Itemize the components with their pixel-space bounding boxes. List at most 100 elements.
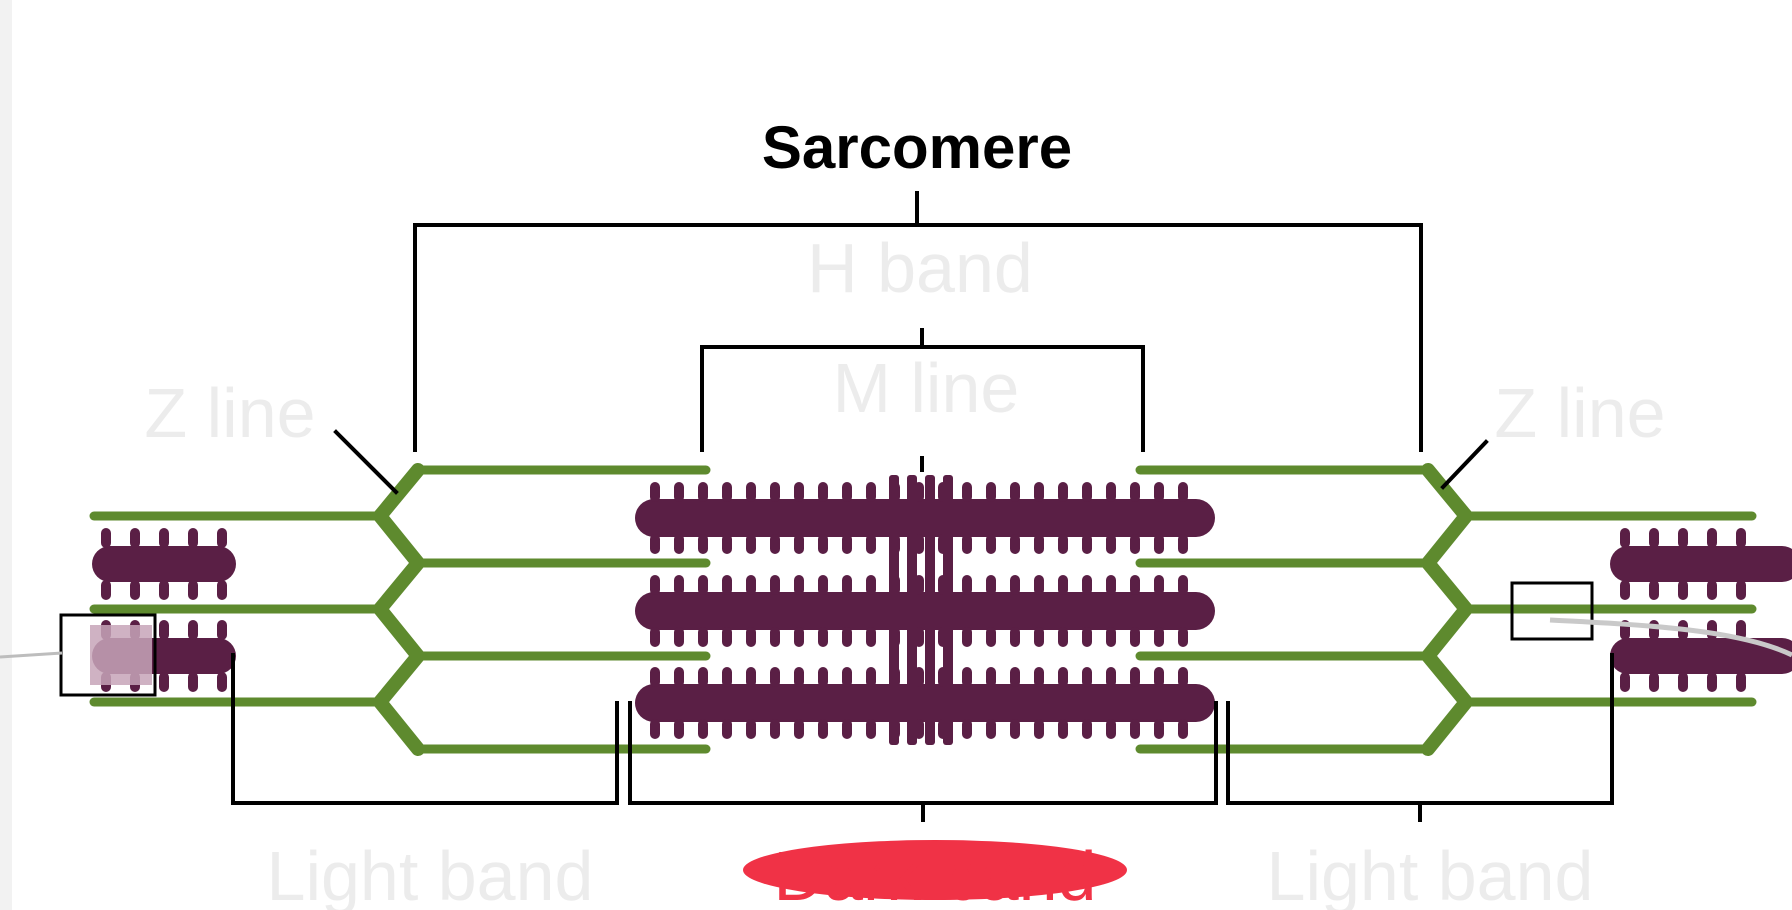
- myosin-head: [1130, 575, 1140, 595]
- myosin-head: [1058, 482, 1068, 502]
- myosin-head: [1034, 482, 1044, 502]
- myosin-head: [986, 534, 996, 554]
- brackets: [231, 191, 1614, 822]
- myosin-thick-filament-partial: [1610, 546, 1792, 582]
- myosin-head: [722, 482, 732, 502]
- label-m-line: M line: [833, 349, 1020, 427]
- myosin-head: [698, 627, 708, 647]
- myosin-head: [1034, 667, 1044, 687]
- myosin-head: [1678, 580, 1688, 600]
- myosin-head: [722, 534, 732, 554]
- myosin-head: [650, 719, 660, 739]
- m-line-bar: [889, 475, 899, 745]
- myosin-head: [159, 620, 169, 640]
- myosin-head: [1082, 482, 1092, 502]
- m-line-bar: [925, 475, 935, 745]
- z-disc-left: [373, 463, 425, 756]
- myosin-head: [159, 672, 169, 692]
- myosin-head: [159, 528, 169, 548]
- myosin-head: [1736, 528, 1746, 548]
- myosin-head: [746, 575, 756, 595]
- myosin-head: [842, 627, 852, 647]
- myosin-head: [1736, 620, 1746, 640]
- myosin-head: [1010, 627, 1020, 647]
- myosin-head: [794, 575, 804, 595]
- myosin-head: [770, 719, 780, 739]
- myosin-head: [770, 627, 780, 647]
- pointer-z-line-right: [1440, 439, 1489, 490]
- myosin-head: [1178, 534, 1188, 554]
- myosin-head: [770, 575, 780, 595]
- myosin-head: [770, 482, 780, 502]
- myosin-head: [986, 575, 996, 595]
- myosin-head: [1034, 534, 1044, 554]
- leader-line-right: [1549, 617, 1792, 658]
- myosin-head: [1154, 627, 1164, 647]
- myosin-head: [698, 575, 708, 595]
- highlight-left: [90, 625, 152, 685]
- myosin-head: [1010, 482, 1020, 502]
- myosin-head: [674, 482, 684, 502]
- myosin-head: [698, 482, 708, 502]
- myosin-thick-filament-partial: [92, 546, 236, 582]
- myosin-head: [746, 627, 756, 647]
- myosin-head: [1678, 528, 1688, 548]
- myosin-head: [217, 580, 227, 600]
- myosin-head: [842, 575, 852, 595]
- myosin-head: [1649, 672, 1659, 692]
- myosin-thick-filament-partial: [1610, 638, 1792, 674]
- myosin-head: [818, 667, 828, 687]
- myosin-head: [650, 667, 660, 687]
- myosin-head: [722, 627, 732, 647]
- myosin-head: [794, 534, 804, 554]
- myosin-head: [1082, 534, 1092, 554]
- label-h-band: H band: [807, 229, 1033, 307]
- myosin-head: [794, 667, 804, 687]
- myosin-head: [1178, 482, 1188, 502]
- myosin-head: [794, 719, 804, 739]
- myosin-head: [1106, 534, 1116, 554]
- myosin-head: [818, 575, 828, 595]
- myosin-head: [650, 627, 660, 647]
- myosin-head: [794, 627, 804, 647]
- myosin-head: [1034, 719, 1044, 739]
- myosin-head: [818, 482, 828, 502]
- myosin-head: [770, 534, 780, 554]
- myosin-head: [1010, 575, 1020, 595]
- myosin-head: [1130, 719, 1140, 739]
- myosin-head: [1736, 580, 1746, 600]
- myosin-head: [986, 719, 996, 739]
- myosin-head: [1620, 672, 1630, 692]
- myosin-head: [1178, 575, 1188, 595]
- myosin-head: [698, 719, 708, 739]
- myosin-head: [1154, 575, 1164, 595]
- label-z-line-right: Z line: [1494, 374, 1665, 452]
- myosin-head: [818, 534, 828, 554]
- myosin-head: [1707, 580, 1717, 600]
- myosin-head: [1154, 482, 1164, 502]
- myosin-head: [986, 667, 996, 687]
- myosin-head: [1010, 534, 1020, 554]
- myosin-head: [1058, 575, 1068, 595]
- myosin-head: [1130, 482, 1140, 502]
- myosin-head: [962, 719, 972, 739]
- myosin-head: [1082, 575, 1092, 595]
- left-edge-shade: [0, 0, 12, 910]
- myosin-head: [1082, 667, 1092, 687]
- myosin-head: [842, 667, 852, 687]
- myosin-head: [1620, 580, 1630, 600]
- myosin-head: [159, 580, 169, 600]
- myosin-head: [130, 580, 140, 600]
- myosin-head: [674, 575, 684, 595]
- myosin-head: [1178, 719, 1188, 739]
- myosin-head: [1106, 575, 1116, 595]
- myosin-head: [1058, 534, 1068, 554]
- red-redaction-scribble: [743, 840, 1127, 900]
- actin-filaments: [89, 463, 1757, 756]
- zoom-box-right: [1510, 581, 1594, 641]
- myosin-head: [1649, 620, 1659, 640]
- myosin-head: [818, 719, 828, 739]
- myosin-head: [650, 482, 660, 502]
- myosin-head: [1034, 627, 1044, 647]
